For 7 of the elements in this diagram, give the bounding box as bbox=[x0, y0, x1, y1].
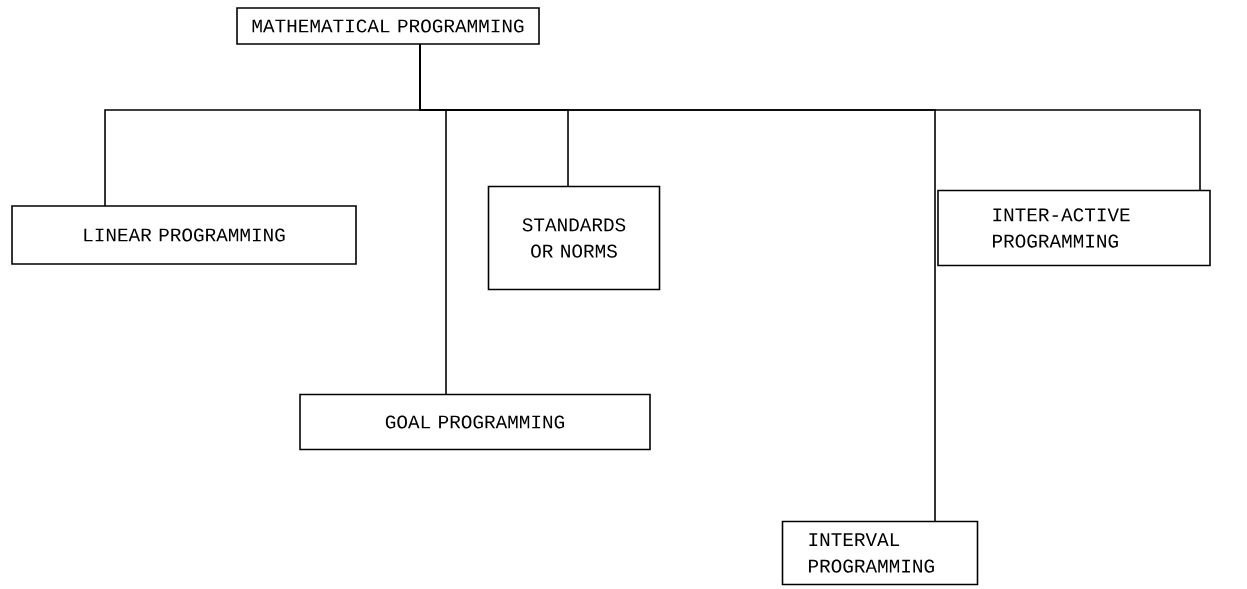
program-box: INTER-ACTIVE PROGRAMMING bbox=[937, 189, 1211, 267]
program-box: INTERVAL PROGRAMMING bbox=[781, 520, 979, 586]
program-box: LINEAR PROGRAMMING bbox=[11, 205, 357, 265]
program-box: GOAL PROGRAMMING bbox=[299, 393, 651, 451]
program-box: MATHEMATICAL PROGRAMMING bbox=[236, 7, 540, 45]
connector-line bbox=[419, 43, 936, 523]
program-box: STANDARDS OR NORMS bbox=[487, 185, 661, 291]
